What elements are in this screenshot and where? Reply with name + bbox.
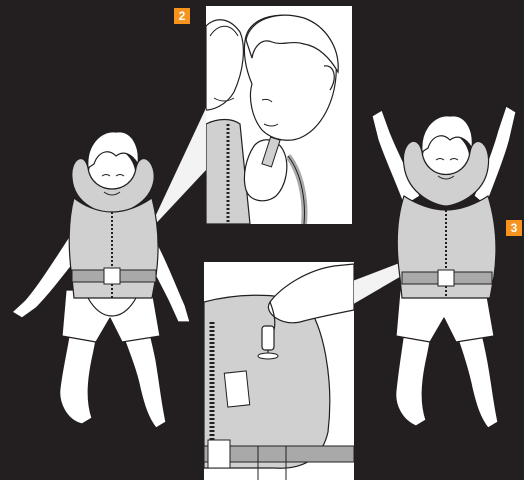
adult-hand bbox=[244, 140, 286, 201]
step-badge-3: 3 bbox=[506, 220, 522, 236]
detail-panel-oral-inflation bbox=[206, 6, 352, 224]
step-badge-2: 2 bbox=[174, 8, 190, 24]
step-badge-2-label: 2 bbox=[179, 9, 186, 23]
step-badge-3-label: 3 bbox=[511, 221, 518, 235]
reflective-patch bbox=[224, 371, 249, 407]
valve-illustration bbox=[204, 262, 354, 480]
detail-panel-valve bbox=[204, 262, 354, 480]
inflation-valve bbox=[262, 326, 274, 350]
vest-closeup-buckle bbox=[208, 440, 230, 468]
right-child-vest-buckle bbox=[438, 270, 454, 286]
inflation-valve-base bbox=[258, 353, 278, 359]
oral-inflation-illustration bbox=[206, 6, 352, 224]
adult-hand-pressing bbox=[268, 264, 354, 323]
